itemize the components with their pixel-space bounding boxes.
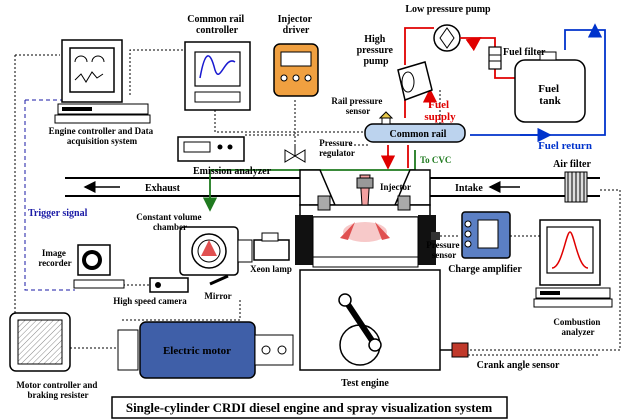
crank-angle-sensor-label: Crank angle sensor bbox=[477, 360, 560, 371]
fuel-return-label: Fuel return bbox=[538, 140, 592, 152]
trigger-signal-line bbox=[24, 100, 75, 291]
fuel-tank-label: Fuel tank bbox=[538, 83, 562, 107]
high-speed-camera-label: High speed camera bbox=[113, 296, 187, 306]
rail-pressure-sensor-label: Rail pressure sensor bbox=[331, 96, 384, 116]
pressure-regulator-label: Pressure regulator bbox=[319, 138, 355, 158]
motor-controller bbox=[9, 312, 71, 372]
charge-amplifier-label: Charge amplifier bbox=[448, 264, 522, 275]
fuel-supply-label: Fuel supply bbox=[424, 99, 456, 123]
air-filter bbox=[564, 171, 588, 203]
image-recorder bbox=[73, 244, 125, 289]
fuel-filter bbox=[488, 46, 502, 70]
engine-controller-label: Engine controller and Data acquisition s… bbox=[49, 126, 156, 146]
injector-label: Injector bbox=[380, 182, 411, 192]
title-label: Single-cylinder CRDI diesel engine and s… bbox=[126, 400, 492, 415]
cylinder-head bbox=[299, 169, 431, 218]
low-pressure-pump-label: Low pressure pump bbox=[405, 4, 491, 15]
pressure-sensor bbox=[431, 232, 440, 240]
exhaust-pipe bbox=[65, 177, 300, 197]
image-recorder-label: Image recorder bbox=[38, 248, 71, 268]
engine-controller-daq bbox=[54, 39, 151, 124]
electric-motor bbox=[117, 321, 294, 379]
pressure-regulator bbox=[284, 146, 306, 163]
test-engine-label: Test engine bbox=[341, 378, 389, 389]
trigger-signal-label: Trigger signal bbox=[28, 208, 88, 219]
common-rail-controller bbox=[184, 41, 251, 111]
motor-controller-label: Motor controller and braking resister bbox=[16, 380, 99, 400]
intake-label: Intake bbox=[455, 183, 483, 194]
injector-driver bbox=[273, 43, 319, 97]
combustion-analyzer bbox=[533, 219, 613, 308]
exhaust-label: Exhaust bbox=[145, 183, 181, 194]
common-rail bbox=[364, 111, 466, 143]
fuel-supply-arrow-2 bbox=[465, 36, 482, 52]
mirror bbox=[209, 274, 229, 286]
xeon-lamp-label: Xeon lamp bbox=[250, 264, 292, 274]
spray-plume-right bbox=[375, 222, 390, 240]
fuel-filter-label: Fuel filter bbox=[503, 47, 546, 58]
high-pressure-pump bbox=[397, 61, 433, 101]
spray-plume-left bbox=[340, 222, 355, 240]
low-pressure-pump bbox=[433, 24, 461, 52]
mirror-label: Mirror bbox=[204, 291, 231, 301]
constant-volume-chamber bbox=[179, 226, 253, 276]
emission-analyzer-label: Emission analyzer bbox=[193, 166, 272, 177]
fuel-tank bbox=[514, 51, 586, 123]
to-cvc-label: To CVC bbox=[420, 155, 451, 165]
electric-motor-label: Electric motor bbox=[163, 345, 231, 357]
engine-block bbox=[295, 215, 441, 371]
charge-amplifier bbox=[461, 211, 511, 259]
high-pressure-pump-label: High pressure pump bbox=[357, 34, 396, 67]
injector-driver-label: Injector driver bbox=[278, 14, 315, 36]
xeon-lamp bbox=[253, 232, 290, 261]
constant-volume-chamber-label: Constant volume chamber bbox=[136, 212, 204, 232]
crank-angle-sensor bbox=[451, 342, 469, 358]
air-filter-label: Air filter bbox=[553, 159, 591, 170]
pressure-sensor-label: Pressure sensor bbox=[426, 240, 461, 260]
emission-analyzer bbox=[177, 136, 245, 162]
common-rail-label: Common rail bbox=[390, 129, 447, 140]
title-box bbox=[111, 396, 508, 419]
common-rail-controller-label: Common rail controller bbox=[187, 14, 246, 36]
high-speed-camera bbox=[149, 277, 189, 293]
combustion-analyzer-label: Combustion analyzer bbox=[553, 317, 602, 337]
